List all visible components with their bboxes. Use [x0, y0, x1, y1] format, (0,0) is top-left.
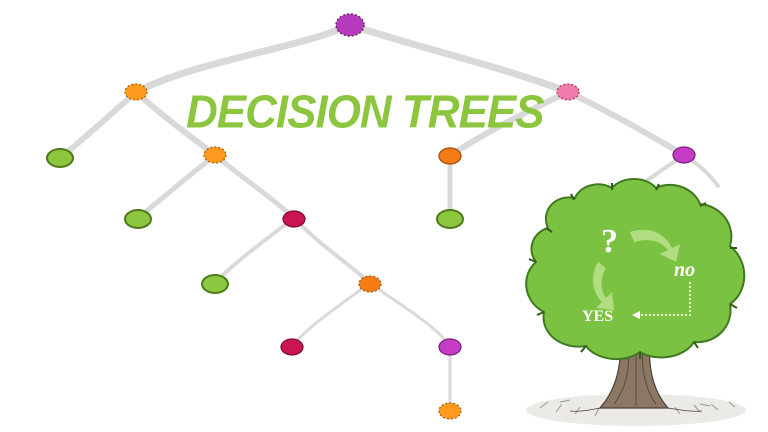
root-node [335, 13, 365, 37]
node-orange-left [124, 83, 148, 101]
tree-branches [57, 21, 720, 412]
branch-n7-n8 [290, 281, 372, 348]
arrow-head-yes [632, 311, 640, 319]
branch-n7-n9 [368, 281, 452, 348]
ground-grass [539, 399, 736, 417]
node-orange-lower [358, 275, 382, 293]
leaf-node-1 [46, 148, 74, 168]
arrow-question-to-yes [593, 262, 614, 310]
diagram-title: DECISION TREES [186, 86, 545, 139]
node-pink-right [556, 83, 580, 101]
foliage-edge-detail [528, 183, 738, 359]
no-label: no [674, 259, 695, 281]
leaf-node-3 [436, 209, 464, 229]
branch-n1-leaf [57, 89, 139, 161]
branch-root-left [132, 21, 354, 96]
arrow-no-to-yes-dotted [640, 282, 691, 316]
leaf-node-2 [124, 209, 152, 229]
branch-n2-n4 [447, 89, 571, 159]
node-magenta-lower [438, 338, 462, 356]
ground-shadow [526, 394, 746, 426]
branch-n3-leaf [135, 152, 218, 221]
tree-foliage [525, 178, 746, 361]
tree-nodes [46, 13, 696, 420]
node-orange-mid [203, 146, 227, 164]
node-crimson-mid [282, 210, 306, 228]
branch-n6-n7 [292, 216, 372, 285]
branch-n2-n5 [565, 89, 687, 158]
node-crimson-lower [280, 338, 304, 356]
branch-root-right [346, 21, 572, 96]
yes-label: YES [582, 308, 613, 325]
node-orange-bottom [438, 402, 462, 420]
branch-n6-leaf [213, 216, 296, 285]
node-dark-orange [438, 147, 462, 165]
arrow-question-to-no [630, 229, 680, 262]
node-magenta-right [672, 146, 696, 164]
branch-n3-n6 [212, 152, 297, 221]
question-mark-label: ? [601, 223, 618, 260]
decision-tree-illustration: ? no YES [525, 178, 746, 426]
leaf-node-4 [201, 274, 229, 294]
